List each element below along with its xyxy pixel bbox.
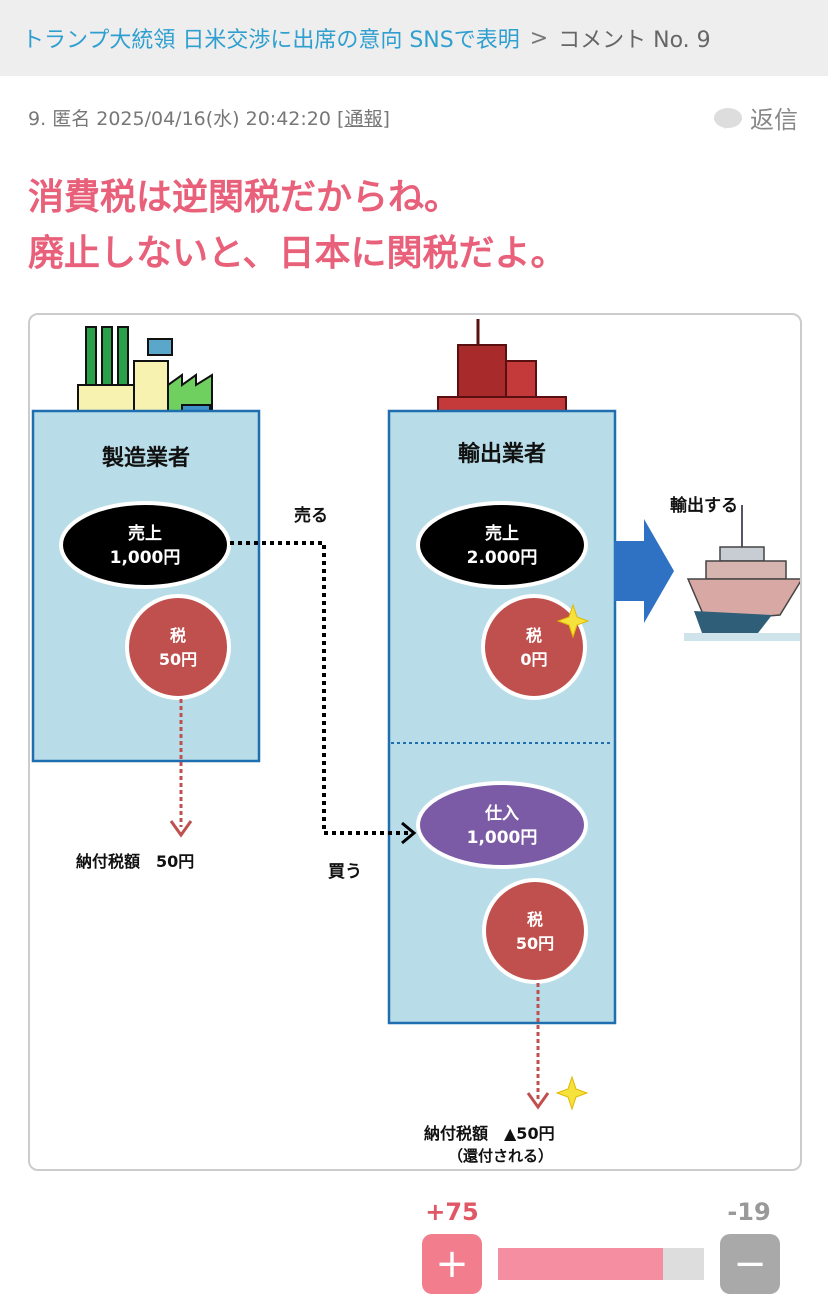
exporter-tax-label: 税 <box>526 626 542 645</box>
exporter-purchase-tax-value: 50円 <box>516 934 554 953</box>
export-label: 輸出する <box>670 495 738 516</box>
breadcrumb-article-link[interactable]: トランプ大統領 日米交渉に出席の意向 SNSで表明 <box>22 28 520 53</box>
reply-button[interactable]: 返信 <box>714 100 798 135</box>
upvote-button[interactable]: + <box>422 1234 482 1294</box>
consumption-tax-diagram: 製造業者 輸出業者 売上 1,000円 税 50円 納付税額 50円 売る 買う… <box>28 313 802 1171</box>
plus-icon: + <box>435 1241 469 1287</box>
comment-datetime: 2025/04/16(水) 20:42:20 <box>96 108 331 130</box>
manufacturer-tax-label: 税 <box>170 626 186 645</box>
vote-area: +75 -19 + − <box>0 1190 828 1313</box>
manufacturer-tax-circle <box>125 594 231 700</box>
comment-line: 廃止しないと、日本に関税だよ。 <box>28 233 567 274</box>
minus-count: -19 <box>727 1198 771 1226</box>
comment-meta: 9. 匿名 2025/04/16(水) 20:42:20 [通報] <box>28 104 390 131</box>
exporter-purchase-ellipse <box>416 781 588 869</box>
manufacturer-tax-value: 50円 <box>159 650 197 669</box>
breadcrumb-current: コメント No. 9 <box>558 28 711 53</box>
comment-number: 9. <box>28 108 47 130</box>
vote-ratio-bar <box>498 1248 704 1280</box>
exporter-payment: 納付税額 ▲50円 <box>424 1124 555 1143</box>
report-link[interactable]: [通報] <box>337 108 390 130</box>
reply-label: 返信 <box>750 106 798 134</box>
manufacturer-payment: 納付税額 50円 <box>76 852 194 871</box>
sell-label: 売る <box>294 505 328 526</box>
manufacturer-sales-value: 1,000円 <box>110 548 181 568</box>
sparkle-icon <box>555 1075 589 1111</box>
exporter-purchase-tax-label: 税 <box>527 910 543 929</box>
exporter-purchase-tax-circle <box>482 878 588 984</box>
comment-author: 匿名 <box>52 108 91 130</box>
exporter-title: 輸出業者 <box>458 441 546 467</box>
downvote-button[interactable]: − <box>720 1234 780 1294</box>
exporter-sales-label: 売上 <box>485 523 519 544</box>
vote-ratio-fill <box>498 1248 663 1280</box>
export-arrow-icon <box>614 519 674 623</box>
exporter-sales-ellipse <box>416 501 588 589</box>
breadcrumb-separator: > <box>529 25 549 51</box>
exporter-purchase-value: 1,000円 <box>467 828 538 848</box>
breadcrumb: トランプ大統領 日米交渉に出席の意向 SNSで表明 > コメント No. 9 <box>0 0 828 76</box>
manufacturer-title: 製造業者 <box>101 445 190 471</box>
exporter-refund-note: （還付される） <box>448 1147 553 1165</box>
exporter-tax-value: 0円 <box>520 650 547 669</box>
speech-bubble-icon <box>714 107 742 129</box>
exporter-sales-value: 2.000円 <box>467 548 538 568</box>
exporter-tax-circle <box>481 594 587 700</box>
comment-body: 消費税は逆関税だからね。 廃止しないと、日本に関税だよ。 <box>28 170 567 282</box>
manufacturer-sales-ellipse <box>59 501 231 589</box>
ship-icon <box>684 505 800 641</box>
comment-line: 消費税は逆関税だからね。 <box>28 177 461 218</box>
minus-icon: − <box>733 1241 767 1287</box>
buy-label: 買う <box>328 862 362 882</box>
plus-count: +75 <box>425 1198 479 1226</box>
sparkle-icon <box>556 603 590 639</box>
manufacturer-sales-label: 売上 <box>128 523 162 544</box>
exporter-purchase-label: 仕入 <box>484 803 519 824</box>
factory-icon <box>74 326 230 421</box>
